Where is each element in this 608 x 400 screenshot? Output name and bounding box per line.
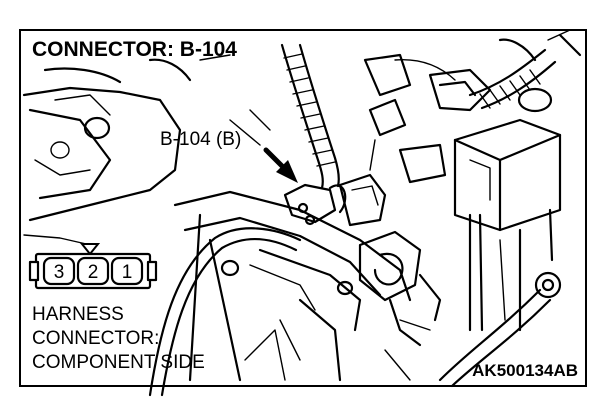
harness-main: [280, 43, 340, 190]
pin-label-3: 3: [54, 262, 65, 283]
connector-pin-3: [42, 256, 76, 286]
figure-id: AK500134AB: [472, 361, 578, 380]
view-note-line-3: COMPONENT SIDE: [32, 352, 205, 373]
harness-tube-top-right: [468, 29, 582, 113]
view-note-line-2: CONNECTOR:: [32, 328, 159, 349]
pin-label-1: 1: [122, 262, 133, 283]
engine-line-art: [22, 29, 582, 397]
diagram-title: CONNECTOR: B-104: [32, 38, 237, 61]
connector-pin-2: [76, 256, 110, 286]
view-note-line-1: HARNESS: [32, 304, 124, 325]
connector-pin-1: [110, 256, 144, 286]
harness-connector-icon: 3 2 1: [28, 243, 158, 290]
figure-frame: [19, 29, 587, 387]
pin-label-2: 2: [88, 262, 99, 283]
arrow-icon: [263, 147, 298, 183]
connector-callout-label: B-104 (B): [160, 129, 241, 150]
